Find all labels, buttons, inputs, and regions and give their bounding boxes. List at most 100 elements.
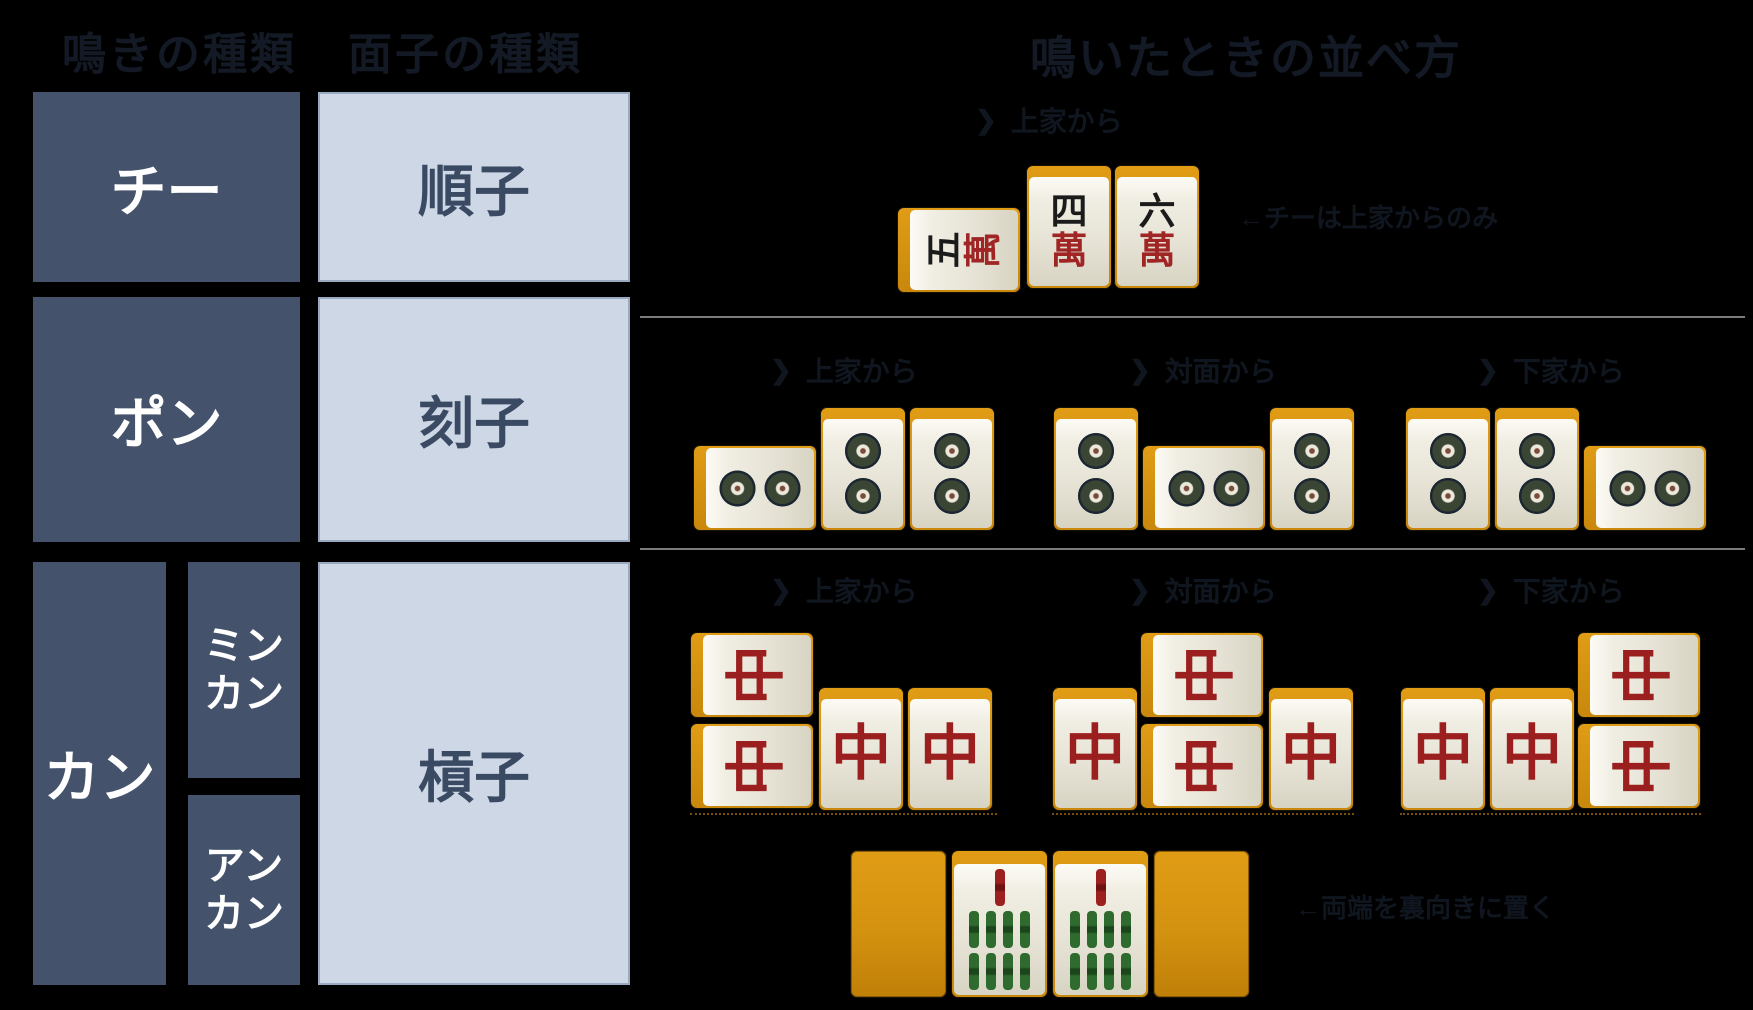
pin-circle (1519, 478, 1555, 514)
sou-stick (969, 911, 979, 948)
tile-chun: 中 (818, 687, 904, 811)
chii-box: チー (33, 92, 300, 282)
tile-reflection (1400, 813, 1701, 815)
tile-9sou (951, 850, 1048, 998)
pin-circle (1430, 478, 1466, 514)
sou-stick (1087, 953, 1097, 990)
pin-circle (764, 470, 801, 506)
tile-chun: 中 (1489, 687, 1575, 811)
pon-caption-toimen: ❯ 対面から (1129, 354, 1277, 388)
tile-chun-rotated: 中 (1577, 723, 1701, 809)
pin-circle (1609, 470, 1646, 506)
examples-title: 鳴いたときの並べ方 (1030, 32, 1462, 84)
tile-chun-rotated: 中 (1140, 723, 1264, 809)
minkan-box: ミン カン (188, 562, 300, 778)
kan-label: カン (43, 746, 156, 809)
tile-chun: 中 (1052, 687, 1138, 811)
kotsu-label: 刻子 (418, 392, 530, 455)
tile-6man: 六 萬 (1114, 165, 1200, 289)
tile-reflection (1052, 813, 1354, 815)
tile-5man-rotated: 五 萬 (897, 207, 1021, 293)
pin-circle (1294, 433, 1330, 469)
arrow-icon: ❯ (1477, 574, 1499, 605)
chii-caption: ❯ 上家から (975, 104, 1123, 138)
tile-chun-rotated: 中 (1577, 632, 1701, 718)
ankan-label: アン カン (204, 844, 284, 936)
sou-stick (1003, 953, 1013, 990)
row-divider-1 (640, 316, 1745, 318)
pin-circle (1294, 478, 1330, 514)
pon-box: ポン (33, 297, 300, 542)
pin-circle (845, 478, 881, 514)
tile-chun: 中 (1400, 687, 1486, 811)
minkan-label: ミン カン (204, 624, 284, 716)
sou-stick (986, 953, 996, 990)
sou-stick (1070, 953, 1080, 990)
tile-facedown (1153, 850, 1250, 998)
sou-stick (969, 953, 979, 990)
kan-box: カン (33, 562, 166, 985)
chii-note: ←チーは上家からのみ (1238, 203, 1499, 233)
arrow-icon: ❯ (1477, 354, 1499, 385)
sou-stick (1104, 911, 1114, 948)
shuntsu-label: 順子 (418, 159, 530, 223)
ankan-note: ←両端を裏向きに置く (1295, 893, 1556, 923)
pin-circle (1519, 433, 1555, 469)
sou-stick-red (1095, 869, 1106, 906)
tile-2pin (1494, 407, 1580, 531)
tile-chun: 中 (907, 687, 993, 811)
pin-circle (1168, 470, 1205, 506)
chii-label: チー (110, 159, 223, 223)
arrow-icon: ❯ (770, 574, 792, 605)
sou-stick (986, 911, 996, 948)
pin-circle (934, 433, 970, 469)
pin-circle (1430, 433, 1466, 469)
call-column-header: 鳴きの種類 (62, 30, 297, 79)
tile-2pin-rotated (693, 445, 817, 531)
shuntsu-box: 順子 (318, 92, 630, 282)
arrow-icon: ❯ (1129, 574, 1151, 605)
kantsu-label: 槓子 (418, 746, 530, 809)
arrow-icon: ❯ (975, 104, 997, 135)
sou-stick (1020, 953, 1030, 990)
pin-circle (1654, 470, 1691, 506)
tile-reflection (690, 813, 997, 815)
ankan-box: アン カン (188, 795, 300, 985)
sou-stick (1020, 911, 1030, 948)
tile-2pin (1053, 407, 1139, 531)
pon-caption-shimocha: ❯ 下家から (1477, 354, 1625, 388)
kotsu-box: 刻子 (318, 297, 630, 542)
tile-2pin (909, 407, 995, 531)
sou-stick (1121, 911, 1131, 948)
kan-caption-shimocha: ❯ 下家から (1477, 574, 1625, 608)
tile-2pin-rotated (1583, 445, 1707, 531)
tile-4man: 四 萬 (1026, 165, 1112, 289)
sou-stick-red (994, 869, 1005, 906)
sou-stick (1087, 911, 1097, 948)
tile-2pin-rotated (1142, 445, 1266, 531)
tile-2pin (1269, 407, 1355, 531)
tile-2pin (820, 407, 906, 531)
tile-chun-rotated: 中 (1140, 632, 1264, 718)
pin-circle (1213, 470, 1250, 506)
row-divider-2 (640, 548, 1745, 550)
pin-circle (1078, 433, 1114, 469)
pon-label: ポン (110, 392, 223, 455)
arrow-icon: ❯ (770, 354, 792, 385)
tile-chun-rotated: 中 (690, 632, 814, 718)
tile-2pin (1405, 407, 1491, 531)
arrow-icon: ❯ (1129, 354, 1151, 385)
tile-facedown (850, 850, 947, 998)
pin-circle (1078, 478, 1114, 514)
pin-circle (719, 470, 756, 506)
tile-chun: 中 (1268, 687, 1354, 811)
meld-column-header: 面子の種類 (348, 30, 583, 79)
tile-9sou (1052, 850, 1149, 998)
tile-chun-rotated: 中 (690, 723, 814, 809)
pin-circle (845, 433, 881, 469)
kan-caption-kamicha: ❯ 上家から (770, 574, 918, 608)
kantsu-box: 槓子 (318, 562, 630, 985)
sou-stick (1070, 911, 1080, 948)
sou-stick (1003, 911, 1013, 948)
